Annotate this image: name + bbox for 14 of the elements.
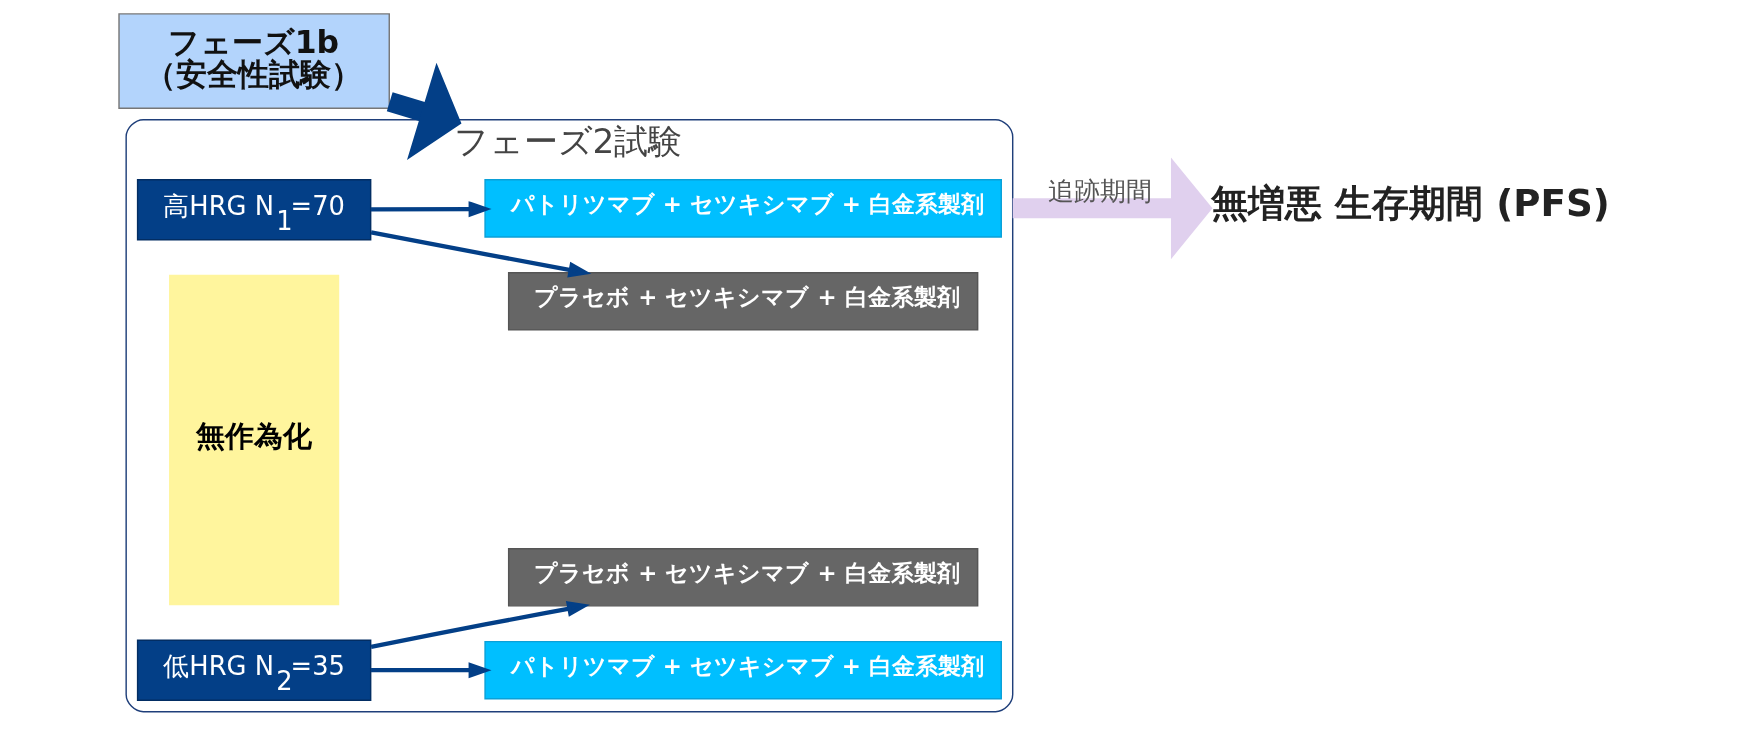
arrow <box>370 201 491 218</box>
arrow <box>370 662 491 679</box>
edge-label: 追跡期間 <box>1047 176 1152 207</box>
arrow <box>1012 157 1212 260</box>
arrow <box>386 62 461 161</box>
node-box: プラセボ + セツキシマブ + 白金系製剤 <box>507 272 978 331</box>
node-text: 無増悪 生存期間 (PFS) <box>1210 180 1610 225</box>
arrow <box>370 601 590 649</box>
node-box: プラセボ + セツキシマブ + 白金系製剤 <box>507 547 978 607</box>
node-box: パトリツマブ + セツキシマブ + 白金系製剤 <box>483 179 1002 238</box>
node-box: フェーズ1b （安全性試験） <box>117 13 390 109</box>
arrow <box>370 230 591 278</box>
node-box: 無作為化 <box>168 274 339 606</box>
node-box: パトリツマブ + セツキシマブ + 白金系製剤 <box>483 640 1002 700</box>
